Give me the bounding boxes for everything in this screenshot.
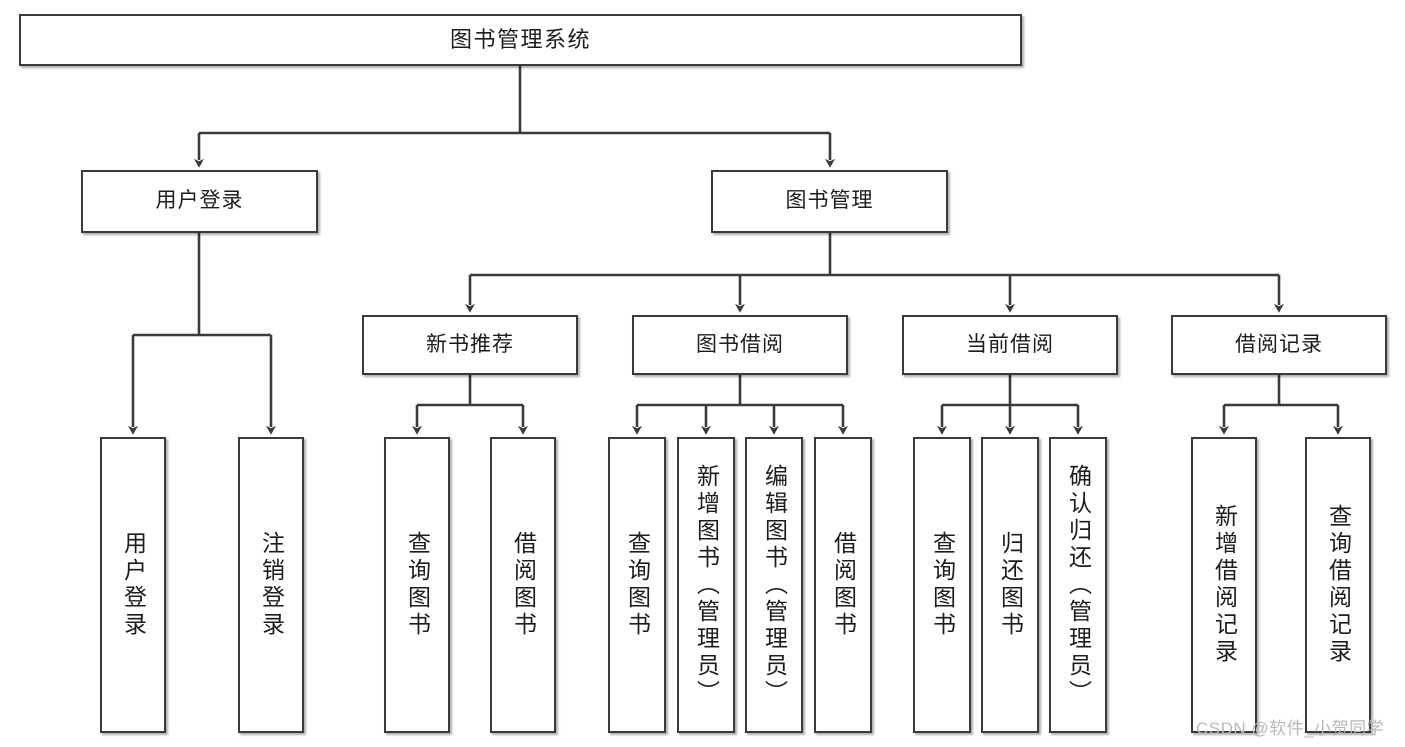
node-leaf-add-book-label: 新增图书（管理员） (693, 463, 720, 707)
node-new-book-recommend-label: 新书推荐 (426, 332, 514, 356)
node-leaf-query-borrow-record-label: 查询借阅记录 (1325, 504, 1352, 666)
node-borrow-record-label: 借阅记录 (1235, 332, 1323, 356)
node-leaf-edit-book-label: 编辑图书（管理员） (761, 463, 788, 707)
node-current-borrow[interactable]: 当前借阅 (902, 315, 1118, 375)
node-leaf-confirm-return-label: 确认归还（管理员） (1065, 463, 1092, 707)
node-leaf-user-login-label: 用户登录 (120, 531, 147, 639)
node-leaf-borrow-book-2-label: 借阅图书 (830, 531, 857, 639)
node-leaf-edit-book[interactable]: 编辑图书（管理员） (745, 437, 803, 733)
node-leaf-query-book-2-label: 查询图书 (624, 531, 651, 639)
csdn-watermark: CSDN @软件_小贺同学 (1196, 719, 1385, 738)
node-leaf-borrow-book-1-label: 借阅图书 (510, 531, 537, 639)
node-leaf-query-borrow-record[interactable]: 查询借阅记录 (1305, 437, 1371, 733)
node-root-label: 图书管理系统 (449, 27, 591, 53)
node-borrow-record[interactable]: 借阅记录 (1171, 315, 1387, 375)
node-leaf-confirm-return[interactable]: 确认归还（管理员） (1049, 437, 1107, 733)
node-leaf-query-book-1-label: 查询图书 (404, 531, 431, 639)
node-book-manage-label: 图书管理 (785, 189, 874, 213)
node-leaf-query-book-2[interactable]: 查询图书 (608, 437, 666, 733)
node-current-borrow-label: 当前借阅 (966, 332, 1054, 356)
node-leaf-query-book-1[interactable]: 查询图书 (384, 437, 450, 733)
node-leaf-add-book[interactable]: 新增图书（管理员） (677, 437, 735, 733)
node-leaf-user-login[interactable]: 用户登录 (100, 437, 166, 733)
node-leaf-return-book-label: 归还图书 (997, 531, 1024, 639)
node-leaf-borrow-book-2[interactable]: 借阅图书 (814, 437, 872, 733)
node-leaf-add-borrow-record[interactable]: 新增借阅记录 (1191, 437, 1257, 733)
node-leaf-borrow-book-1[interactable]: 借阅图书 (490, 437, 556, 733)
node-user-login-label: 用户登录 (155, 189, 244, 213)
node-leaf-query-book-3[interactable]: 查询图书 (913, 437, 971, 733)
node-leaf-return-book[interactable]: 归还图书 (981, 437, 1039, 733)
node-user-login[interactable]: 用户登录 (81, 170, 318, 233)
node-new-book-recommend[interactable]: 新书推荐 (362, 315, 578, 375)
node-book-borrow-label: 图书借阅 (696, 332, 784, 356)
node-book-manage[interactable]: 图书管理 (711, 170, 948, 233)
node-leaf-query-book-3-label: 查询图书 (929, 531, 956, 639)
node-leaf-add-borrow-record-label: 新增借阅记录 (1211, 504, 1238, 666)
node-root[interactable]: 图书管理系统 (19, 14, 1022, 66)
node-leaf-logout-login[interactable]: 注销登录 (238, 437, 304, 733)
node-book-borrow[interactable]: 图书借阅 (632, 315, 848, 375)
node-leaf-logout-login-label: 注销登录 (258, 531, 285, 639)
